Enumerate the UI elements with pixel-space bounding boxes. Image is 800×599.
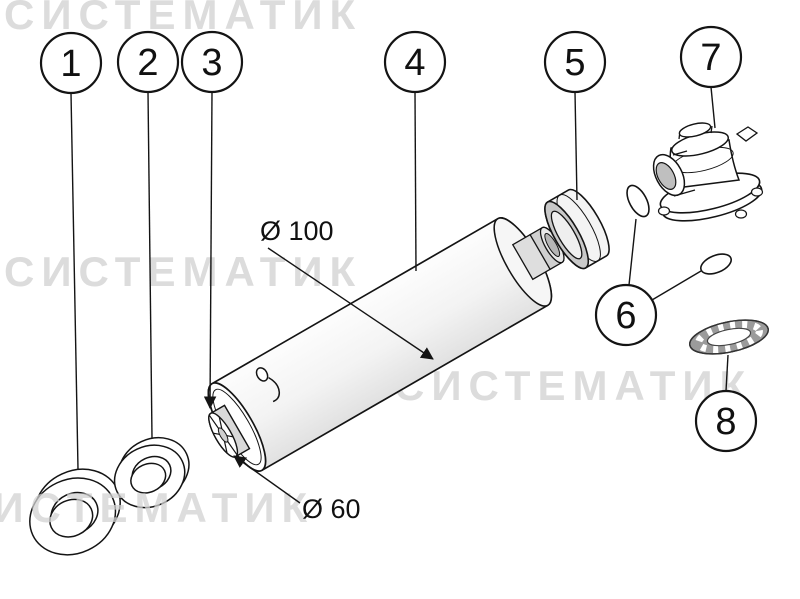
callout-5-number: 5 xyxy=(564,42,585,84)
watermark-middle-left: СИСТЕМАТИК xyxy=(4,248,362,295)
watermark-bottom-left: СИСТЕМАТИК xyxy=(0,484,314,531)
part-4-coaxial-pipe xyxy=(207,217,565,472)
leader-line-7 xyxy=(710,86,716,129)
part-1-wall-rose xyxy=(29,468,121,556)
callout-7: 7 xyxy=(679,25,743,89)
callout-4-number: 4 xyxy=(404,42,425,84)
watermark-middle-right: СИСТЕМАТИК xyxy=(394,362,752,409)
callout-4: 4 xyxy=(383,30,447,94)
leader-line-1 xyxy=(70,92,79,470)
leader-line-4 xyxy=(414,91,417,272)
leader-line-5 xyxy=(574,91,578,201)
callout-6: 6 xyxy=(594,283,658,347)
callout-1: 1 xyxy=(39,31,103,95)
inner-diameter-arrow xyxy=(233,455,301,504)
dimension-outer-diameter: Ø 100 xyxy=(260,216,434,360)
watermark-top-left: СИСТЕМАТИК xyxy=(4,0,362,38)
outer-diameter-arrow xyxy=(267,247,434,360)
outer-diameter-label: Ø 100 xyxy=(260,216,334,246)
leader-line-8 xyxy=(725,354,729,392)
callout-7-number: 7 xyxy=(700,37,721,79)
part-6-gasket-b xyxy=(700,253,732,275)
leader-line-3 xyxy=(203,91,217,410)
leader-line-2 xyxy=(147,91,153,439)
dimension-inner-diameter: Ø 60 xyxy=(233,455,361,524)
pipe-bracket-clip xyxy=(255,367,281,403)
callout-2: 2 xyxy=(116,30,180,94)
part-7-flue-adapter xyxy=(652,122,764,222)
part-6-gasket-a xyxy=(626,184,650,218)
callout-2-number: 2 xyxy=(137,42,158,84)
part-8-serrated-ring xyxy=(689,319,769,355)
leader-line-6b xyxy=(651,270,702,301)
spider-hub xyxy=(217,427,229,443)
callout-3-number: 3 xyxy=(201,42,222,84)
spider-spokes xyxy=(208,414,238,456)
callout-5: 5 xyxy=(543,30,607,94)
part-5-collar-ring xyxy=(544,188,610,270)
callout-1-number: 1 xyxy=(60,43,81,85)
callout-3: 3 xyxy=(180,30,244,94)
callout-8: 8 xyxy=(694,389,758,453)
callout-8-number: 8 xyxy=(715,401,736,443)
part-2-inner-ring xyxy=(113,437,190,509)
callout-6-number: 6 xyxy=(615,295,636,337)
leader-line-6a xyxy=(628,218,637,286)
inner-diameter-label: Ø 60 xyxy=(302,494,361,524)
